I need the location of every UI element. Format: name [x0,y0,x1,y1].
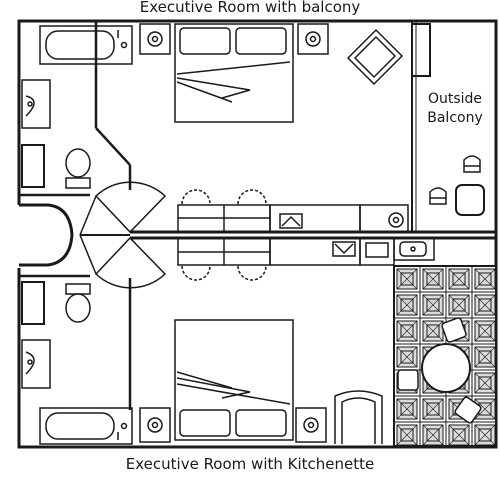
balcony-label: Outside Balcony [414,90,496,128]
wardrobe-icon [177,189,271,281]
table-icon [455,184,485,216]
nightstand-icon [139,407,327,443]
balcony [411,21,431,232]
floorplan-title-top: Executive Room with balcony [139,0,361,16]
door-swing-icon [79,181,167,289]
sink-icon [21,339,51,389]
bathtub-icon [39,407,133,445]
armchair-icon [334,390,383,444]
bathroom-bottom [19,274,132,410]
corridor-wall [19,203,74,267]
toilet-icon [65,283,91,323]
floorplan-title-bottom: Executive Room with Kitchenette [125,455,375,473]
kitchen-sink-icon [359,237,435,266]
nightstand-icon [139,23,329,55]
balcony-label-line1: Outside [427,91,483,107]
shower-niche [21,144,45,188]
bathroom-top [19,21,132,197]
shower-niche-bottom [21,281,45,325]
toilet-icon [65,148,91,189]
tv-icon [269,204,409,233]
bed-icon [174,319,294,441]
bed-icon [174,23,294,123]
sink-icon [21,79,51,129]
chair-icon [397,317,482,424]
table-icon [421,343,471,393]
tv-icon [269,237,361,266]
armchair-icon [346,28,404,86]
chair-icon [429,155,481,205]
bathtub-icon [39,25,133,65]
balcony-label-line2: Balcony [427,110,483,126]
outer-walls [16,19,498,449]
party-wall [80,230,496,240]
